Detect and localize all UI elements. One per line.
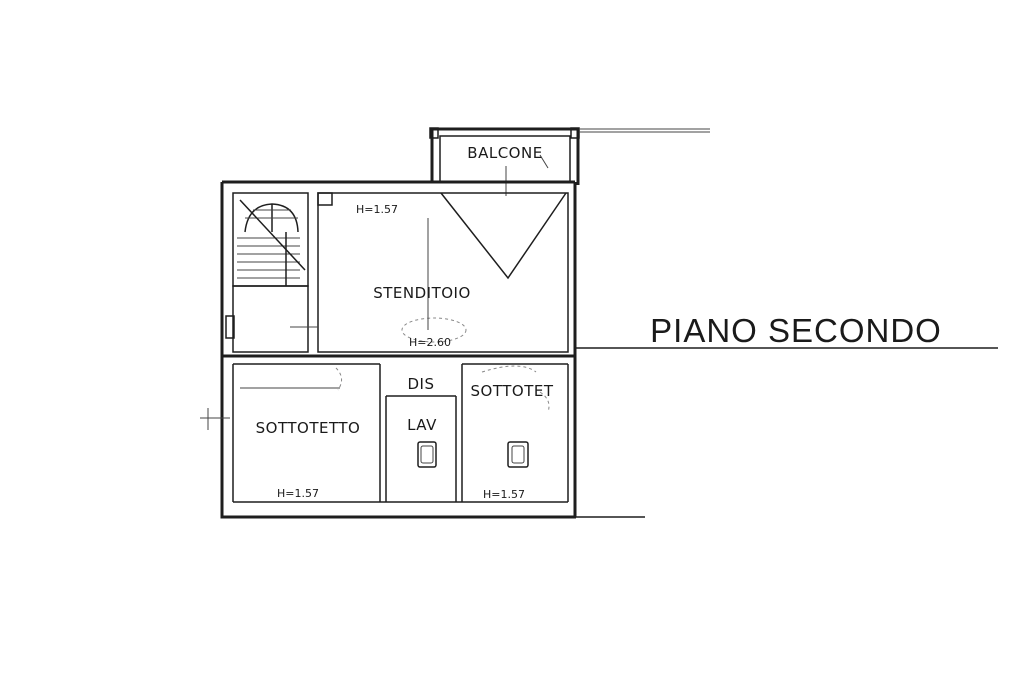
stenditoio-room — [317, 192, 569, 353]
interior-walls — [222, 354, 575, 503]
lav-fixture — [417, 441, 437, 468]
sottotet-fixture — [507, 441, 529, 468]
label-sottotetto: SOTTOTETTO — [256, 419, 361, 437]
height-sottotetto-main: H=1.57 — [277, 487, 319, 500]
label-dis: DIS — [408, 375, 435, 393]
balcony — [429, 127, 710, 196]
label-balcone: BALCONE — [467, 144, 542, 162]
height-stenditoio-top: H=1.57 — [356, 203, 398, 216]
plan-title: PIANO SECONDO — [650, 312, 942, 349]
outer-walls — [200, 180, 998, 519]
label-stenditoio: STENDITOIO — [373, 284, 471, 302]
height-sottotetto-right: H=1.57 — [483, 488, 525, 501]
height-stenditoio-center: H=2.60 — [409, 336, 451, 349]
label-sottotet: SOTTOTET — [471, 382, 554, 400]
staircase — [225, 192, 318, 353]
label-lav: LAV — [407, 416, 437, 434]
